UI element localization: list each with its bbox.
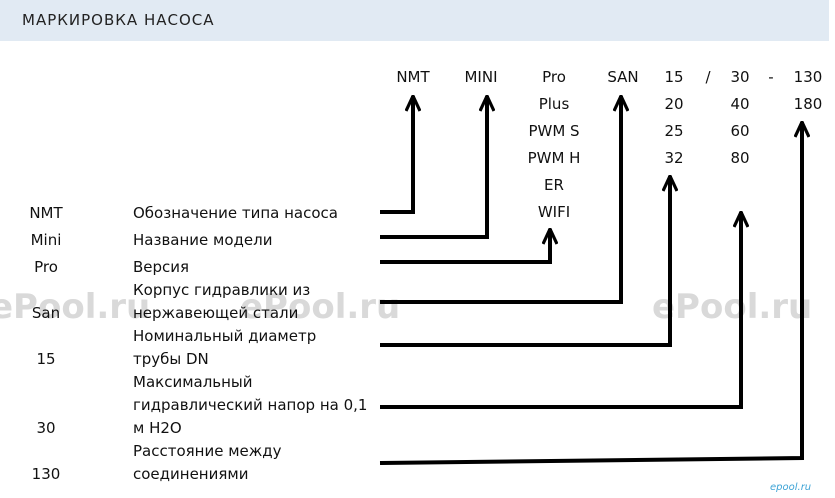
code-dn-25: 25	[664, 122, 683, 140]
code-version-plus: Plus	[539, 95, 570, 113]
arrow-head	[380, 212, 741, 409]
code-dn-15: 15	[664, 68, 683, 86]
legend-code-15: 15	[36, 350, 55, 368]
legend-code-san: San	[32, 304, 60, 322]
legend-desc-san-line2: нержавеющей стали	[133, 304, 298, 322]
header-bar: МАРКИРОВКА НАСОСА	[0, 0, 829, 41]
code-nmt: NMT	[396, 68, 430, 86]
code-length-130: 130	[794, 68, 823, 86]
legend-desc-length-line1: Расстояние между	[133, 442, 282, 460]
legend-code-nmt: NMT	[29, 204, 63, 222]
code-length-180: 180	[794, 95, 823, 113]
code-dn-20: 20	[664, 95, 683, 113]
code-head-40: 40	[730, 95, 749, 113]
code-dash: -	[768, 68, 773, 86]
legend-desc-head-line2: гидравлический напор на 0,1	[133, 396, 367, 414]
code-version-pwm-h: PWM H	[528, 149, 581, 167]
code-version-pro: Pro	[542, 68, 566, 86]
legend-desc-dn-line2: трубы DN	[133, 350, 209, 368]
legend-desc-dn-line1: Номинальный диаметр	[133, 327, 316, 345]
legend-desc-length-line2: соединениями	[133, 465, 248, 483]
watermark-right: ePool.ru	[652, 287, 812, 327]
code-version-wifi: WIFI	[538, 203, 570, 221]
legend-desc-san-line1: Корпус гидравлики из	[133, 281, 310, 299]
legend-code-pro: Pro	[34, 258, 58, 276]
code-mini: MINI	[464, 68, 497, 86]
code-version-er: ER	[544, 176, 564, 194]
code-head-30: 30	[730, 68, 749, 86]
code-slash: /	[705, 68, 711, 86]
legend-desc-head-line1: Максимальный	[133, 373, 253, 391]
legend-desc-nmt: Обозначение типа насоса	[133, 204, 338, 222]
arrow-dn	[380, 176, 670, 347]
arrow-length	[379, 122, 802, 465]
legend-desc-mini: Название модели	[133, 231, 272, 249]
code-dn-32: 32	[664, 149, 683, 167]
legend-code-130: 130	[32, 465, 61, 483]
code-san: SAN	[607, 68, 638, 86]
arrow-version	[380, 229, 550, 264]
watermark-left: ePool.ru	[0, 287, 150, 327]
epool-logo: epool.ru	[770, 482, 811, 493]
legend-desc-head-line3: м H2O	[133, 419, 182, 437]
arrow-nmt	[380, 96, 413, 214]
legend-desc-pro: Версия	[133, 258, 189, 276]
code-version-pwm-s: PWM S	[528, 122, 579, 140]
legend-code-mini: Mini	[31, 231, 62, 249]
arrow-san	[380, 96, 621, 304]
watermark-center: ePool.ru	[240, 287, 400, 327]
arrow-mini	[380, 96, 487, 239]
code-head-80: 80	[730, 149, 749, 167]
legend-code-30: 30	[36, 419, 55, 437]
page-title: МАРКИРОВКА НАСОСА	[22, 11, 215, 29]
code-head-60: 60	[730, 122, 749, 140]
